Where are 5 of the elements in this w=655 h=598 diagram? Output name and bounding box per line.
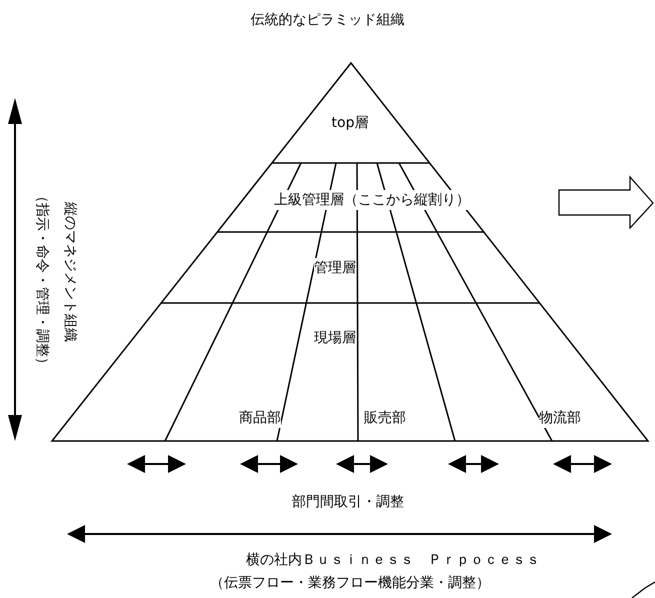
label-text: 商品部 bbox=[239, 408, 281, 428]
title: 伝統的なピラミッド組織 bbox=[250, 11, 406, 30]
label-text: top層 bbox=[332, 113, 368, 133]
label-text: 上級管理層（ここから縦割り） bbox=[274, 190, 470, 210]
label-text: 物流部 bbox=[539, 408, 581, 428]
